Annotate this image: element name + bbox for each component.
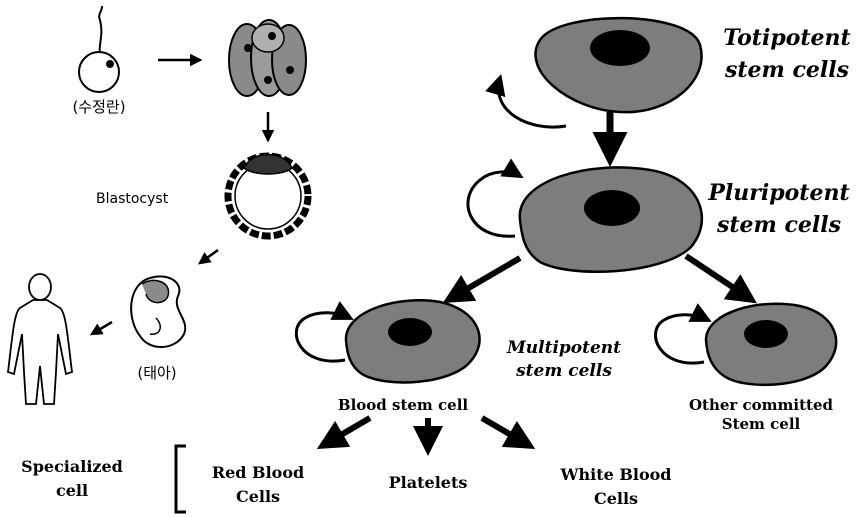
zygote-icon (79, 6, 119, 92)
totipotent-cell-icon (535, 18, 701, 112)
specialized-cell-title-line2: cell (56, 481, 88, 500)
arrow-embryo-to-human (92, 322, 112, 334)
arrow-to-white-blood-cells (482, 418, 530, 446)
pluripotent-title-line1: Pluripotent (707, 180, 849, 206)
blastocyst-label: Blastocyst (96, 191, 169, 207)
pluripotent-self-renewal-arrow (468, 172, 520, 236)
arrow-pluripotent-to-multipotent (448, 258, 520, 300)
embryo-label: (태아) (137, 364, 176, 382)
zygote-label: (수정란) (72, 98, 125, 116)
totipotent-title-line1: Totipotent (723, 25, 850, 51)
red-blood-cells-label-line2: Cells (236, 487, 280, 506)
blastocyst-icon (228, 155, 308, 237)
pluripotent-cell-icon (520, 167, 702, 271)
arrow-to-red-blood-cells (322, 418, 370, 446)
specialized-bracket (176, 446, 186, 512)
multipotent-title-line1: Multipotent (506, 338, 621, 358)
white-blood-cells-label-line2: Cells (594, 489, 638, 508)
other-committed-cell-icon (706, 304, 836, 385)
multipotent-cell-icon (346, 300, 480, 382)
embryo-icon (131, 276, 185, 347)
arrow-pluripotent-to-other (686, 256, 752, 300)
other-self-renewal-arrow (655, 315, 708, 363)
red-blood-cells-label-line1: Red Blood (212, 463, 304, 482)
other-committed-label-line1: Other committed (689, 396, 834, 414)
platelets-label: Platelets (389, 473, 468, 492)
morula-icon (229, 20, 306, 96)
other-committed-label-line2: Stem cell (722, 415, 801, 433)
blood-stem-cell-label: Blood stem cell (338, 396, 468, 414)
human-figure-icon (8, 274, 72, 404)
arrow-blastocyst-to-embryo (200, 250, 218, 263)
multipotent-self-renewal-arrow (296, 313, 350, 361)
specialized-cell-title-line1: Specialized (21, 457, 123, 476)
white-blood-cells-label-line1: White Blood (560, 465, 672, 484)
pluripotent-title-line2: stem cells (716, 212, 841, 238)
multipotent-title-line2: stem cells (515, 361, 612, 381)
totipotent-title-line2: stem cells (724, 57, 849, 83)
